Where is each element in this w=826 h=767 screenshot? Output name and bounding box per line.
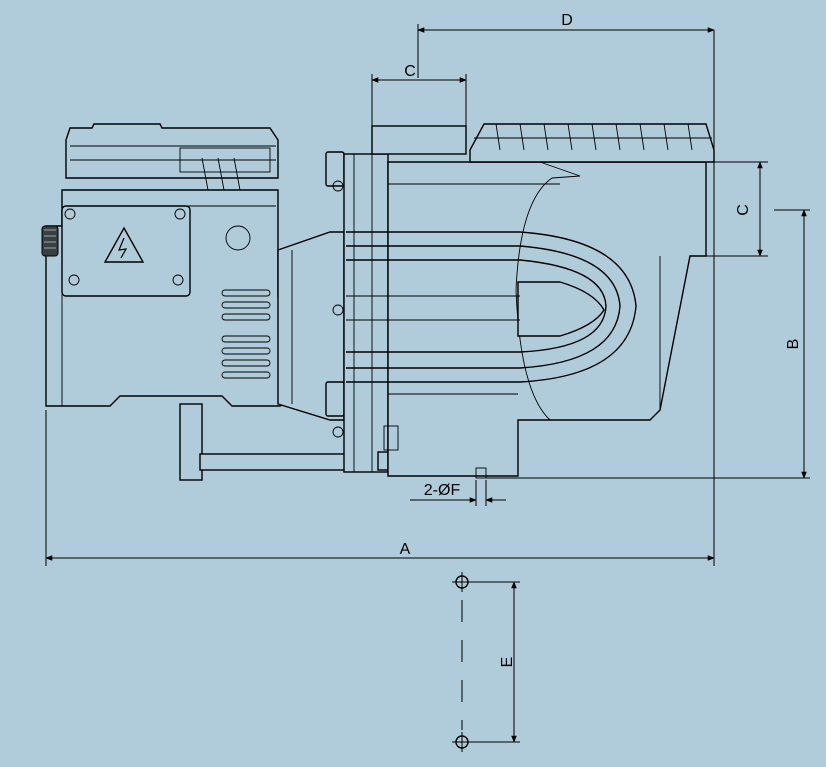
clamp-band bbox=[346, 231, 637, 383]
dim-label-c-side: C bbox=[735, 204, 752, 216]
high-voltage-warning-icon bbox=[103, 226, 145, 263]
dim-label-c-top: C bbox=[404, 63, 416, 80]
dim-label-e: E bbox=[499, 657, 516, 668]
terminal-box bbox=[61, 205, 191, 297]
control-knob bbox=[41, 225, 59, 257]
motor-adapter bbox=[277, 151, 345, 421]
dimension-lines bbox=[45, 24, 810, 743]
strainer-lid bbox=[371, 123, 715, 163]
dim-label-f: 2-ØF bbox=[424, 482, 461, 499]
mounting-hole-icon bbox=[452, 572, 472, 592]
dim-label-a: A bbox=[400, 541, 411, 558]
dim-label-d: D bbox=[561, 12, 573, 29]
mounting-hole-icon bbox=[452, 732, 472, 752]
dim-label-b: B bbox=[785, 339, 802, 350]
